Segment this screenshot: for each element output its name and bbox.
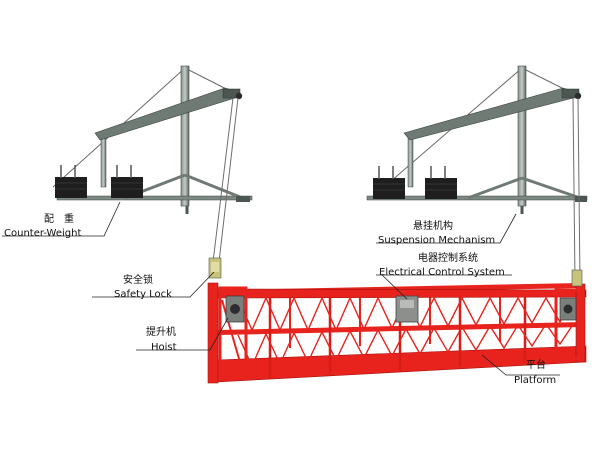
label-counter-weight-en: Counter-Weight bbox=[4, 228, 82, 239]
right-hoist-assembly bbox=[559, 269, 583, 321]
right-counter-weight-stack-2 bbox=[425, 166, 457, 199]
label-electrical-cn: 电器控制系统 bbox=[418, 253, 478, 264]
label-platform-cn: 平台 bbox=[526, 360, 546, 371]
label-suspension-cn: 悬挂机构 bbox=[413, 221, 453, 232]
left-counter-weight-stack-2 bbox=[111, 165, 143, 198]
label-suspension-en: Suspension Mechanism bbox=[378, 235, 496, 246]
leader-counter-weight bbox=[2, 201, 121, 237]
label-safety-lock-cn: 安全锁 bbox=[123, 275, 153, 286]
right-suspension-mechanism bbox=[366, 65, 588, 283]
electrical-control-box bbox=[395, 295, 419, 323]
label-platform-en: Platform bbox=[514, 375, 557, 386]
leader-hoist bbox=[136, 317, 229, 351]
left-hoist-assembly bbox=[208, 257, 245, 323]
leader-suspension bbox=[376, 213, 517, 244]
label-counter-weight-cn: 配 重 bbox=[44, 214, 74, 225]
label-hoist-en: Hoist bbox=[151, 342, 177, 353]
label-electrical-en: Electrical Control System bbox=[379, 267, 505, 278]
left-counter-weight-stack-1 bbox=[55, 165, 87, 198]
label-safety-lock-en: Safety Lock bbox=[114, 289, 172, 300]
leader-safety-lock bbox=[92, 271, 215, 298]
right-counter-weight-stack-1 bbox=[373, 166, 405, 199]
leader-lines bbox=[2, 201, 560, 376]
label-hoist-cn: 提升机 bbox=[146, 327, 176, 338]
leader-platform bbox=[481, 354, 560, 376]
left-suspension-mechanism bbox=[52, 65, 253, 263]
